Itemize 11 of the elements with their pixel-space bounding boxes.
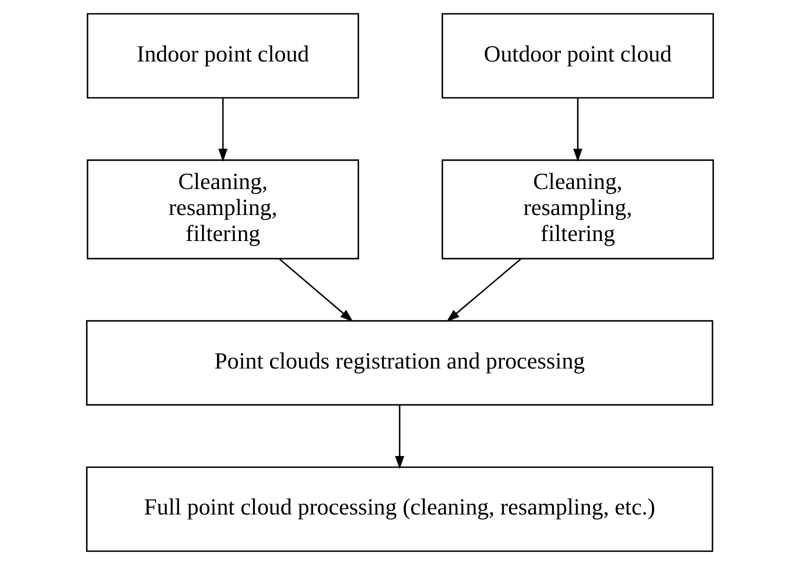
node-box: Indoor point cloud [86,13,360,99]
arrow [573,98,582,162]
node-box: Point clouds registration and processing [86,320,714,406]
node-box: Cleaning, resampling, filtering [86,159,360,260]
node-box: Outdoor point cloud [442,13,714,99]
node-box: Full point cloud processing (cleaning, resampling, etc.) [86,466,714,552]
arrow [278,258,354,322]
arrow [218,98,228,162]
arrow [446,258,522,322]
arrow [395,405,404,470]
node-box: Cleaning, resampling, filtering [442,159,714,260]
